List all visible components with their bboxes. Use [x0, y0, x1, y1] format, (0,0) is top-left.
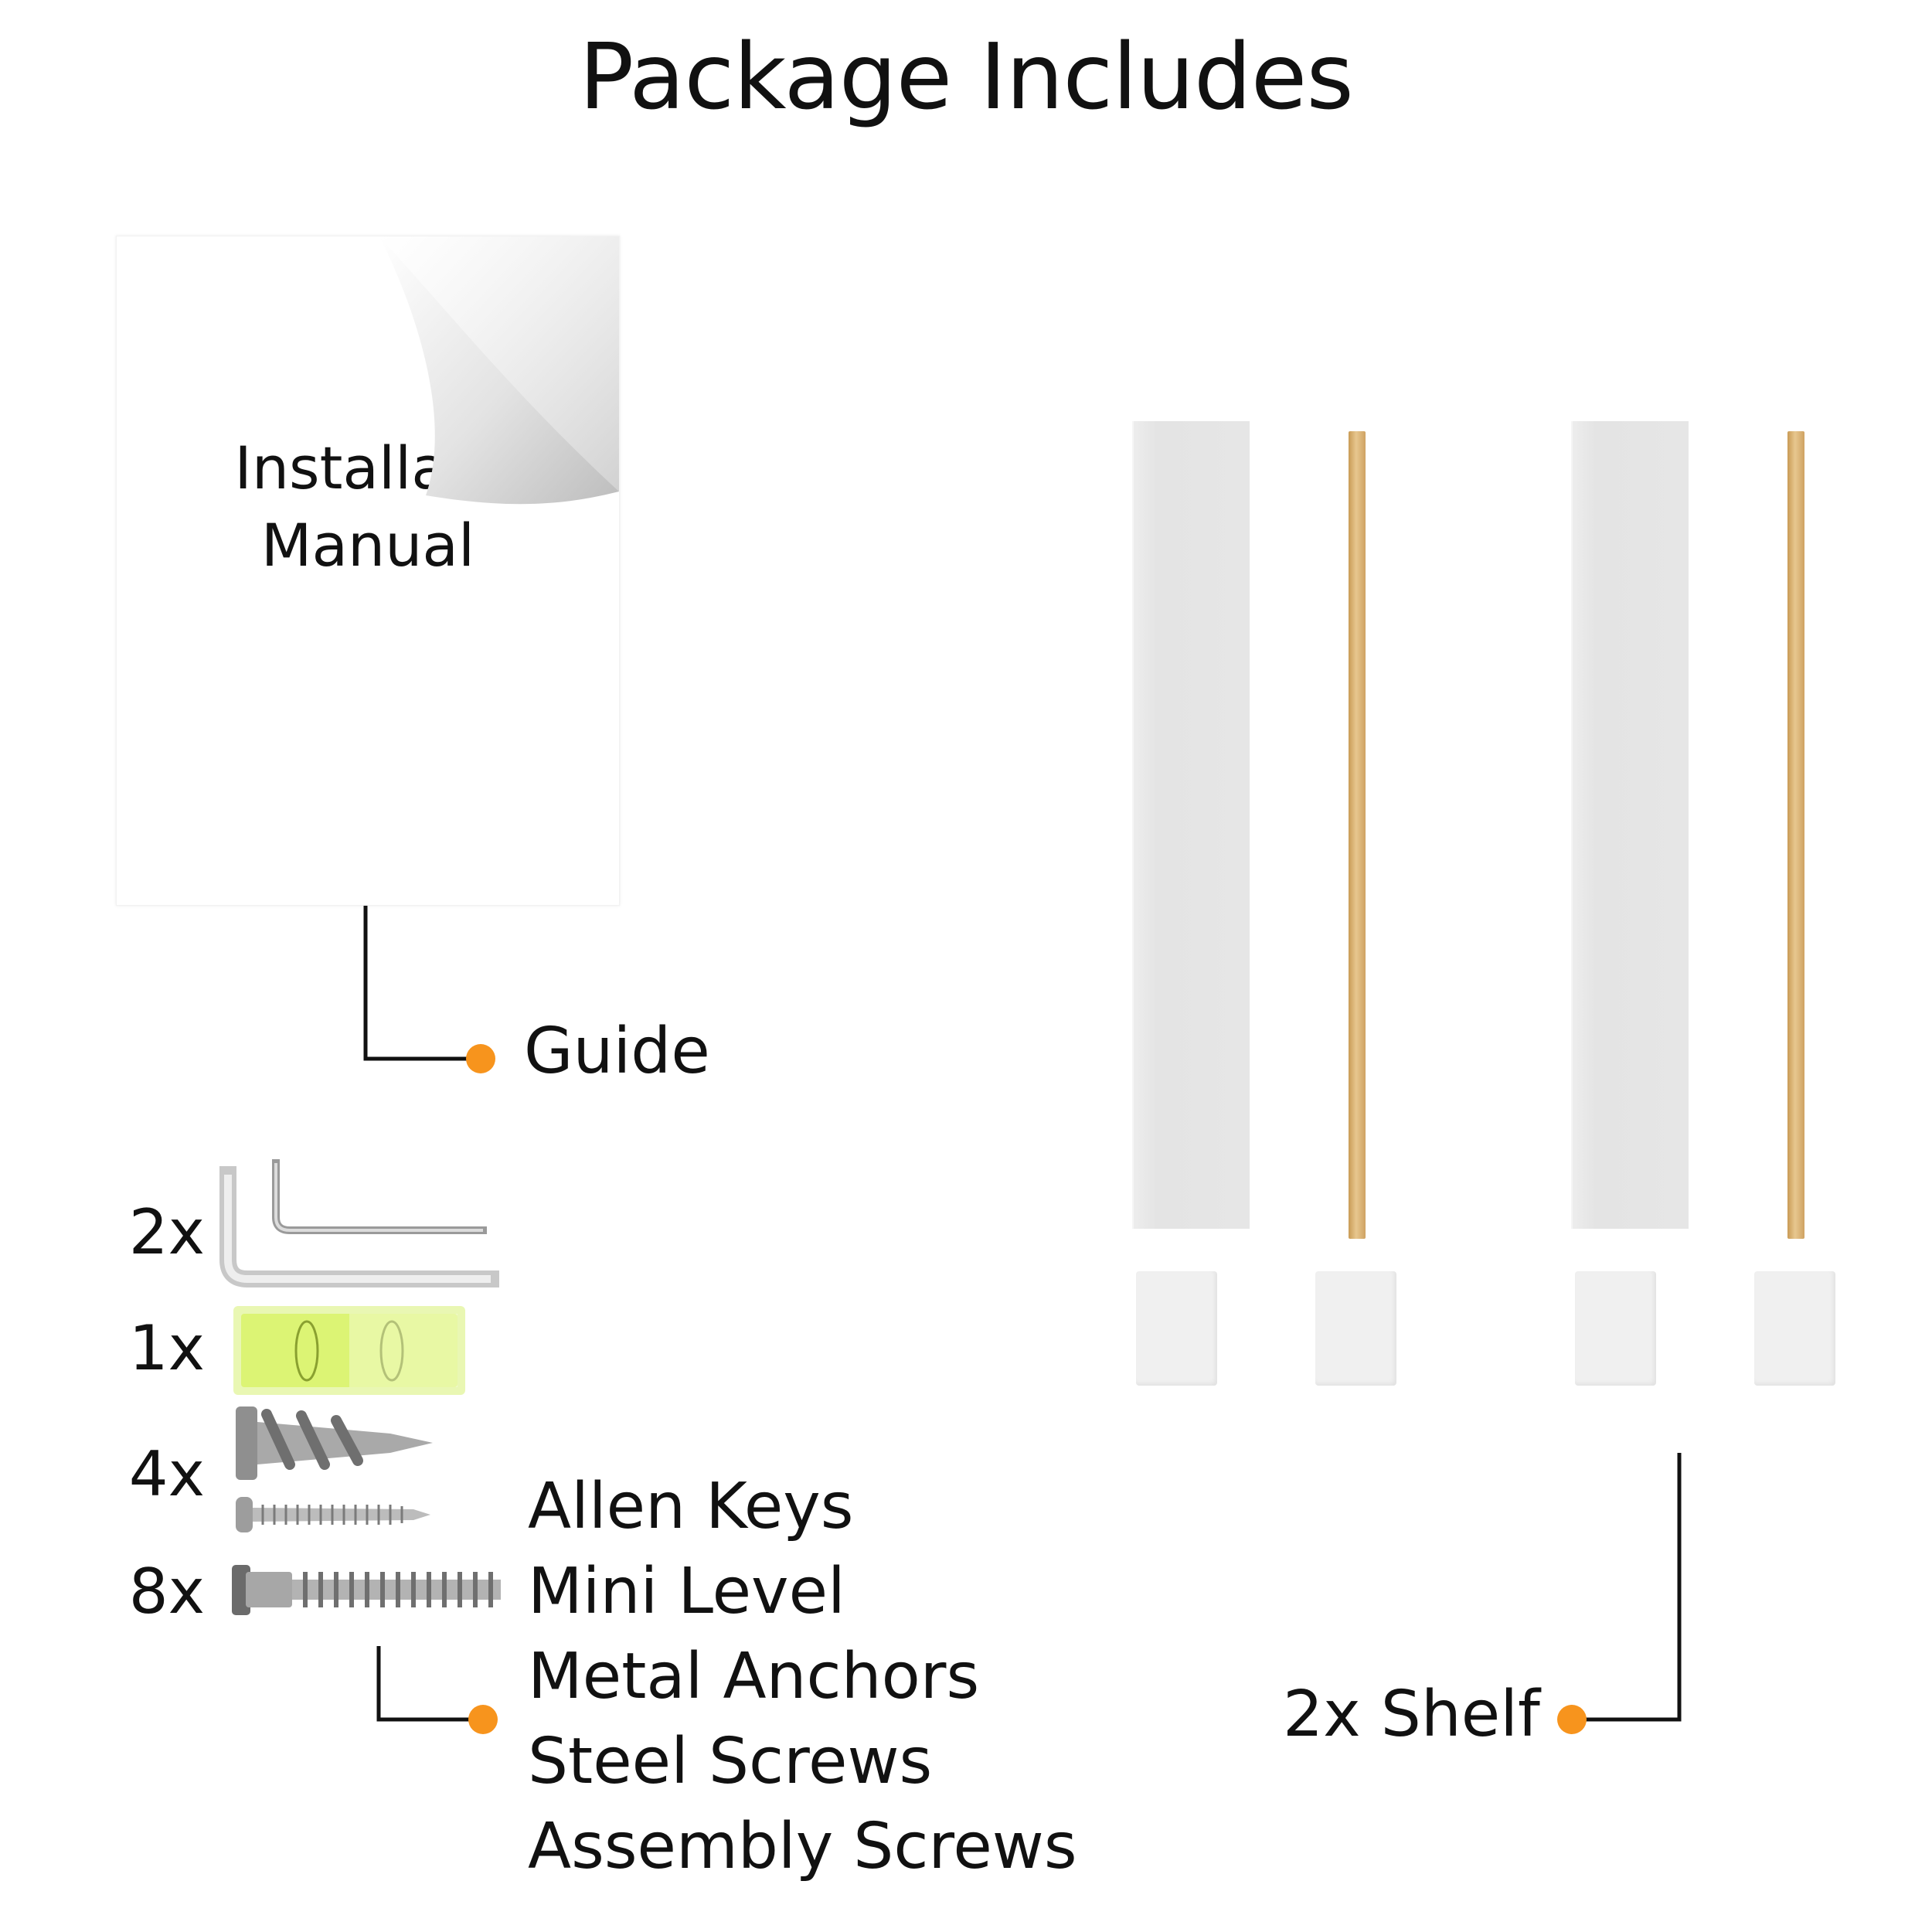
shelf-bracket	[1575, 1271, 1656, 1386]
shelf-dot-icon	[1557, 1705, 1587, 1734]
item-assembly-screws: Assembly Screws	[528, 1810, 1077, 1883]
item-metal-anchors: Metal Anchors	[528, 1640, 980, 1713]
shelf-bracket	[1136, 1271, 1217, 1386]
page-title: Package Includes	[579, 23, 1354, 130]
metal-anchor-icon	[236, 1406, 433, 1480]
quantity-mini-level: 1x	[128, 1312, 205, 1384]
allen-keys-icon	[219, 1159, 499, 1287]
steel-screw-icon	[236, 1497, 430, 1532]
assembly-screw-icon	[232, 1565, 501, 1615]
quantity-allen-keys: 2x	[128, 1196, 205, 1268]
shelf-panel	[1571, 421, 1689, 1229]
manual-title-line2: Manual	[260, 511, 475, 580]
item-allen-keys: Allen Keys	[528, 1470, 854, 1543]
shelf-panel	[1132, 421, 1250, 1229]
guide-label: Guide	[524, 1015, 710, 1088]
item-steel-screws: Steel Screws	[528, 1725, 933, 1798]
hardware-dot-icon	[468, 1705, 498, 1734]
page-curl-icon	[379, 236, 619, 505]
item-mini-level: Mini Level	[528, 1555, 845, 1628]
shelf-label: 2x Shelf	[1283, 1678, 1540, 1751]
shelf-bracket	[1754, 1271, 1835, 1386]
wood-rail	[1787, 431, 1804, 1239]
quantity-anchors: 4x	[128, 1438, 205, 1510]
guide-dot-icon	[466, 1044, 495, 1073]
hardware-item-list: Allen Keys Mini Level Metal Anchors Stee…	[528, 1464, 1077, 1889]
mini-level-icon	[233, 1306, 465, 1395]
installation-manual-image: Installat Manual	[116, 236, 620, 906]
quantity-assembly-screws: 8x	[128, 1556, 205, 1628]
shelf-bracket	[1315, 1271, 1396, 1386]
wood-rail	[1349, 431, 1366, 1239]
